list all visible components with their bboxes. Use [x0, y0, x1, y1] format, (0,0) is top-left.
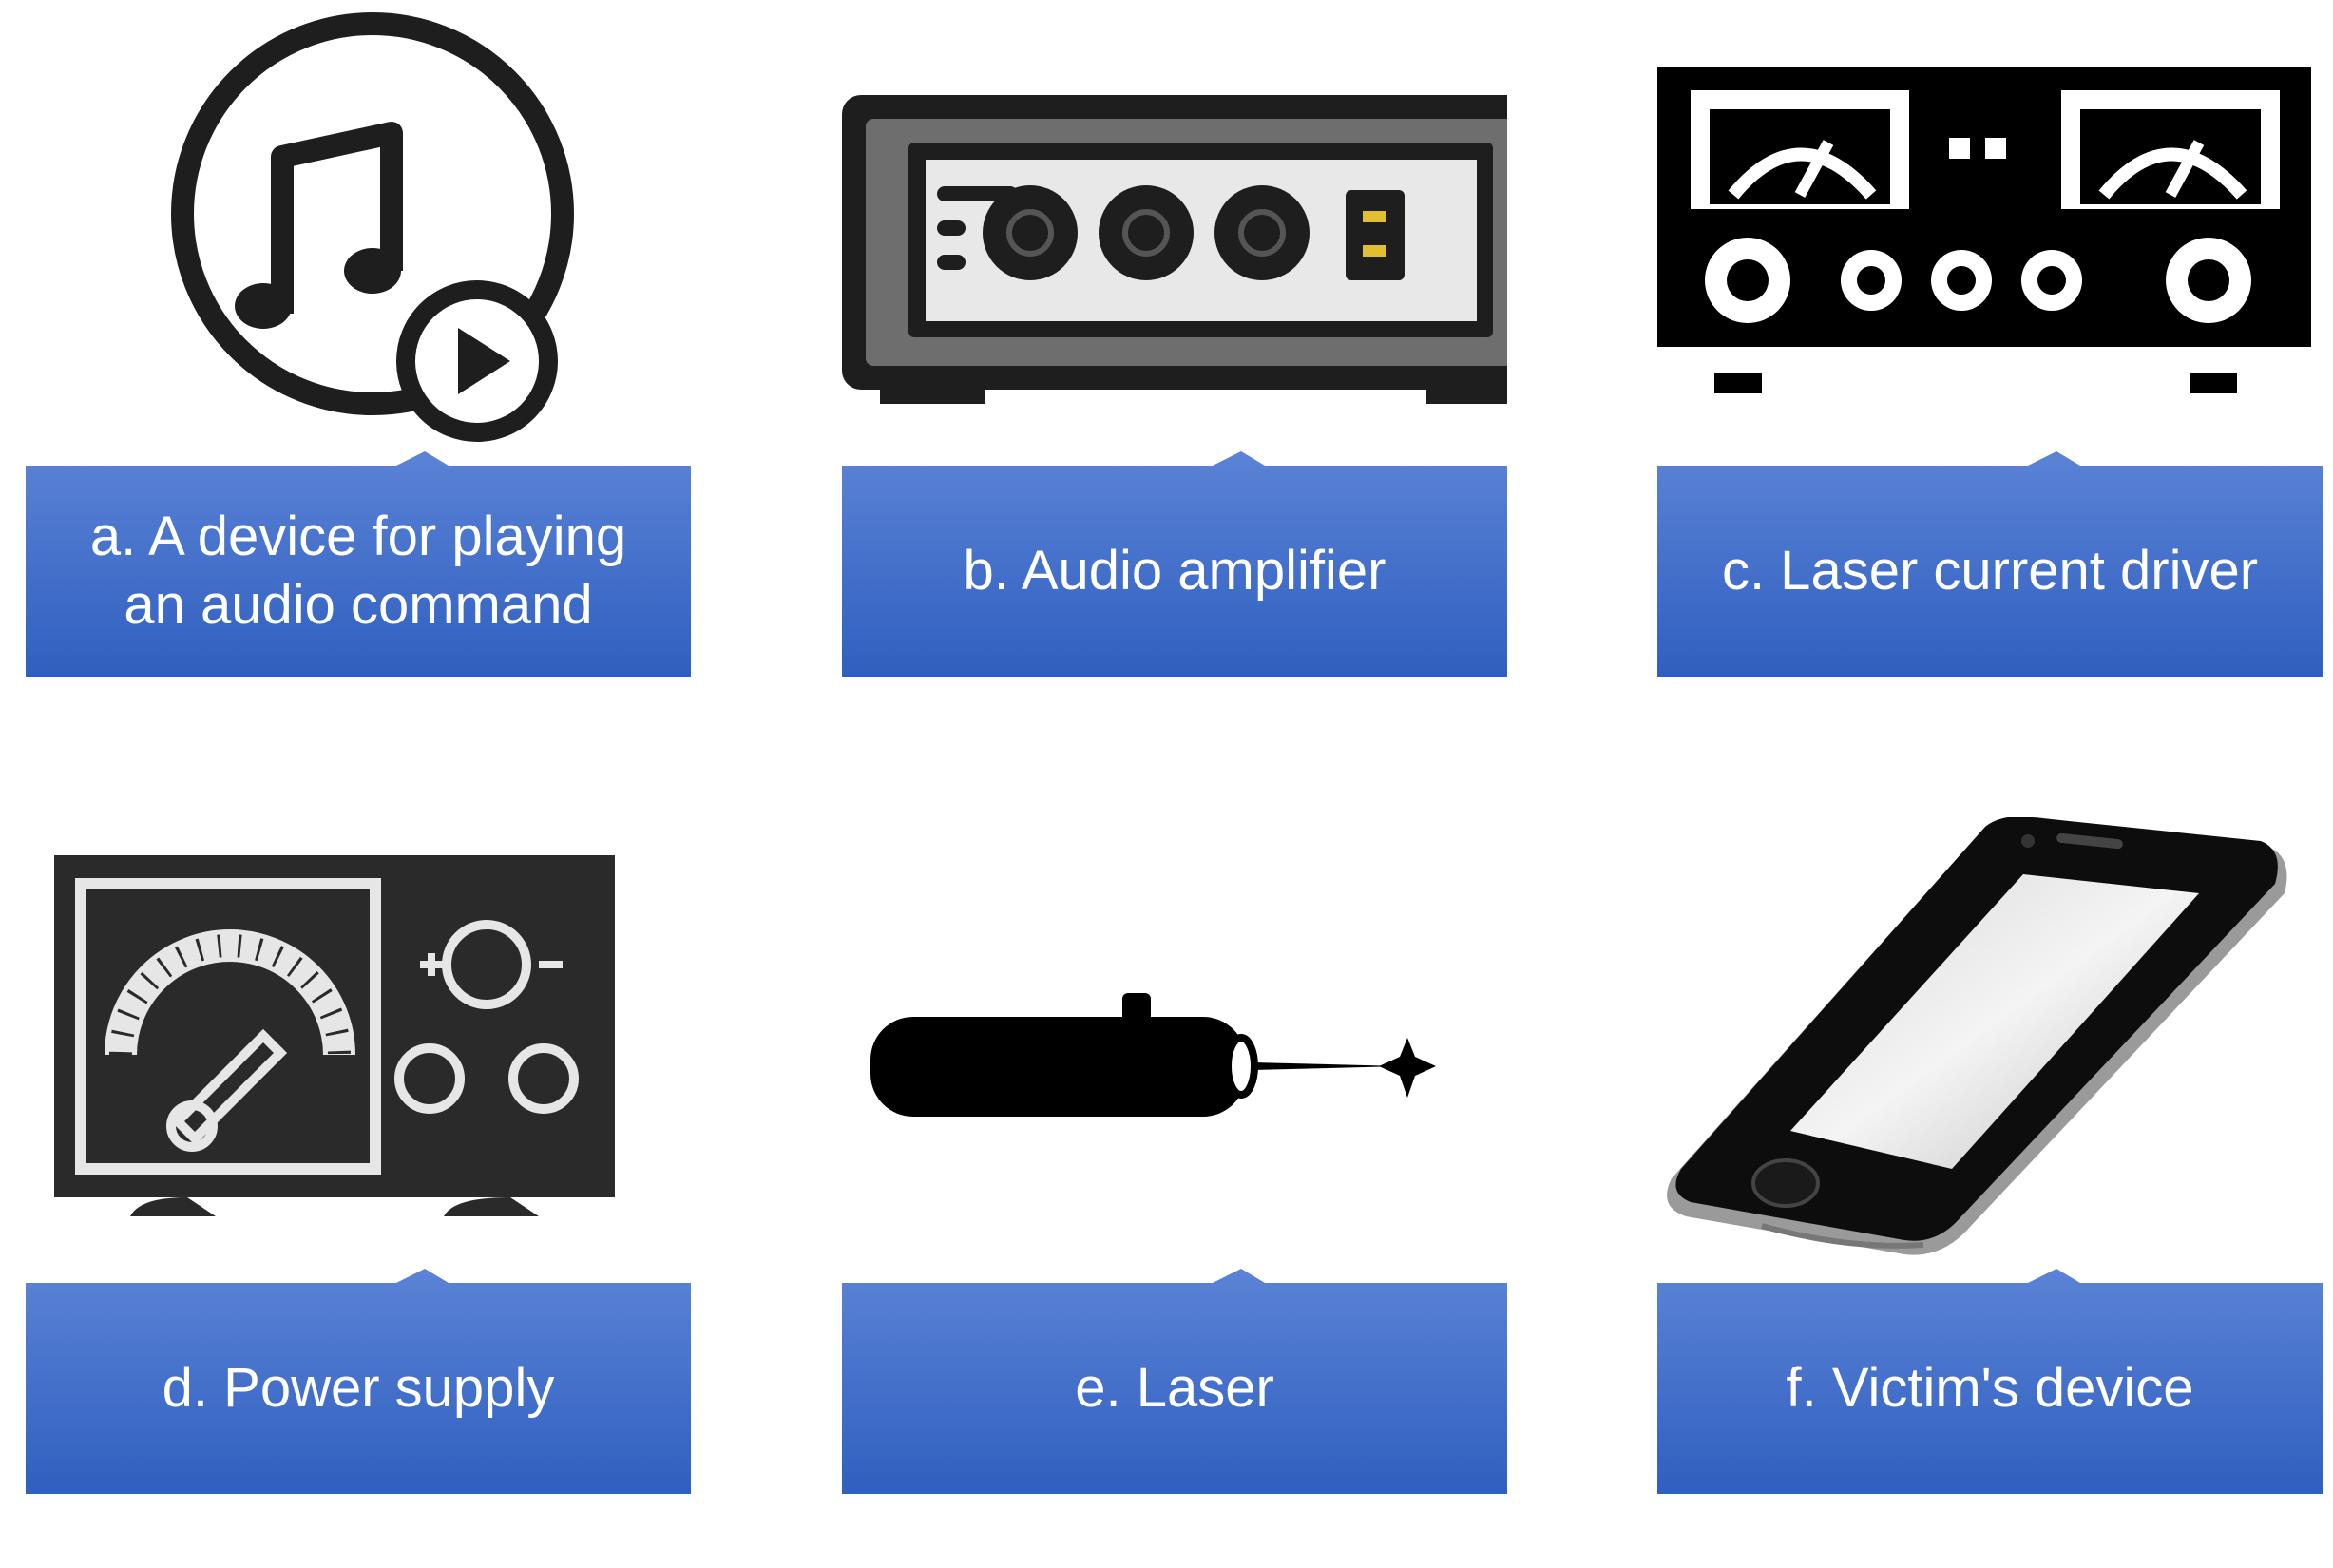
label-text: e. Laser	[1075, 1357, 1274, 1419]
smartphone-icon	[1657, 817, 2323, 1264]
label-text: d. Power supply	[162, 1357, 555, 1419]
item-d: d. Power supply	[26, 817, 691, 1568]
label-e: e. Laser	[842, 1269, 1507, 1494]
label-text: a. A device for playing an audio command	[89, 506, 627, 636]
item-b: b. Audio amplifier	[842, 0, 1507, 751]
label-d: d. Power supply	[26, 1269, 691, 1494]
label-text: b. Audio amplifier	[963, 540, 1386, 602]
label-c: c. Laser current driver	[1657, 451, 2323, 677]
item-a: a. A device for playing an audio command	[26, 0, 691, 751]
laser-pointer-icon	[842, 817, 1507, 1264]
music-play-icon	[26, 0, 691, 447]
item-f: f. Victim's device	[1657, 817, 2323, 1568]
label-text: c. Laser current driver	[1721, 540, 2259, 602]
label-f: f. Victim's device	[1657, 1269, 2323, 1494]
label-text: f. Victim's device	[1786, 1357, 2194, 1419]
item-c: c. Laser current driver	[1657, 0, 2323, 751]
item-e: e. Laser	[842, 817, 1507, 1568]
laser-driver-icon	[1657, 0, 2323, 447]
amplifier-icon	[842, 0, 1507, 447]
label-a: a. A device for playing an audio command	[26, 451, 691, 677]
label-b: b. Audio amplifier	[842, 451, 1507, 677]
power-supply-icon	[26, 817, 691, 1264]
